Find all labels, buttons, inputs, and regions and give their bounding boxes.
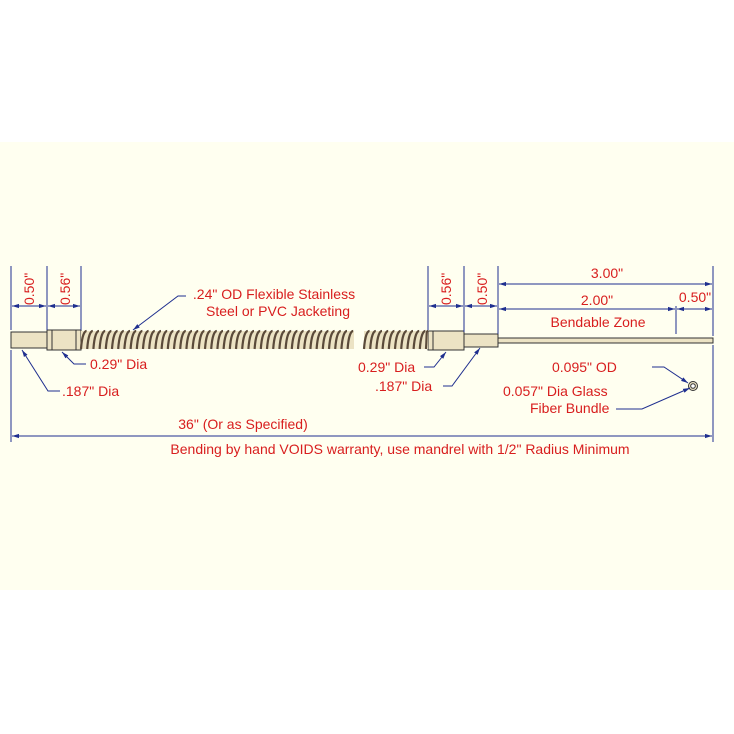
jacket-coil — [98, 329, 106, 350]
jacket-coil — [203, 329, 211, 350]
jacket-coil — [247, 329, 255, 350]
probe-tube — [497, 337, 714, 344]
jacket-coil — [381, 329, 389, 350]
leader-jacket — [132, 295, 186, 331]
dim-label-right-050: 0.50" — [474, 273, 490, 305]
jacket-coil — [104, 329, 112, 350]
jacket-coil — [160, 329, 168, 350]
jacket-coil — [228, 329, 236, 350]
jacket-coil — [334, 329, 342, 350]
jacket-coil — [400, 329, 408, 350]
right-187-dia-label: .187" Dia — [375, 378, 432, 394]
jacket-coil — [110, 329, 118, 350]
right-end-ferrule — [463, 333, 499, 348]
jacket-coil — [375, 329, 383, 350]
jacket-coil — [290, 329, 298, 350]
jacket-coil — [369, 329, 377, 350]
dim-label-200: 2.00" — [581, 292, 613, 308]
dim-label-left-050: 0.50" — [21, 273, 37, 305]
jacket-coil — [135, 329, 143, 350]
jacket-coil — [340, 329, 348, 350]
jacket-coil — [387, 329, 395, 350]
jacket-coil — [296, 329, 304, 350]
left-029-dia-label: 0.29" Dia — [90, 356, 147, 372]
jacket-coil — [179, 329, 187, 350]
jacket-coil — [197, 329, 205, 350]
jacket-coil — [309, 329, 317, 350]
jacket-coil — [284, 329, 292, 350]
cable-assembly — [10, 329, 714, 391]
leader-glass — [616, 387, 691, 410]
jacket-label-line1: .24" OD Flexible Stainless — [193, 286, 355, 302]
dim-label-right-056: 0.56" — [438, 273, 454, 305]
jacket-label-line2: Steel or PVC Jacketing — [206, 303, 350, 319]
jacket-coil — [265, 329, 273, 350]
leader-right-029 — [424, 351, 447, 368]
dim-label-left-056: 0.56" — [57, 273, 73, 305]
glass-fiber-label-line1: 0.057" Dia Glass — [503, 383, 608, 399]
jacket-coil — [129, 329, 137, 350]
jacket-coil — [362, 329, 370, 350]
jacket-coil — [393, 329, 401, 350]
jacket-coil — [241, 329, 249, 350]
leader-right-187 — [443, 347, 481, 387]
drawing-sheet — [0, 142, 734, 590]
jacket-coil — [315, 329, 323, 350]
jacket-coil — [406, 329, 414, 350]
jacket-coil — [172, 329, 180, 350]
leader-left-029 — [61, 351, 86, 365]
tip-od-label: 0.095" OD — [552, 359, 617, 375]
jacket-coil — [166, 329, 174, 350]
jacket-coil — [321, 329, 329, 350]
flexible-jacket-right — [362, 329, 429, 350]
left-187-dia-label: .187" Dia — [62, 383, 119, 399]
jacket-coil — [154, 329, 162, 350]
leader-tip-od — [652, 366, 689, 384]
jacket-coil — [222, 329, 230, 350]
left-end-ferrule — [10, 331, 48, 349]
jacket-coil — [278, 329, 286, 350]
jacket-coil — [234, 329, 242, 350]
jacket-coil — [191, 329, 199, 350]
dim-label-300: 3.00" — [591, 265, 623, 281]
jacket-coil — [424, 329, 429, 350]
overall-length-label: 36" (Or as Specified) — [178, 416, 307, 432]
jacket-coil — [92, 329, 100, 350]
leader-left-187 — [21, 349, 60, 392]
jacket-coil — [185, 329, 193, 350]
jacket-coil — [216, 329, 224, 350]
jacket-coil — [418, 329, 426, 350]
jacket-coil — [117, 329, 125, 350]
dim-label-tip-050: 0.50" — [679, 289, 711, 305]
jacket-coil — [79, 329, 87, 350]
bendable-zone-label: Bendable Zone — [551, 314, 646, 330]
jacket-coil — [253, 329, 261, 350]
warranty-warning: Bending by hand VOIDS warranty, use mand… — [170, 441, 629, 457]
jacket-coil — [123, 329, 131, 350]
jacket-coil — [259, 329, 267, 350]
jacket-coil — [303, 329, 311, 350]
flexible-jacket-left — [79, 329, 354, 350]
glass-fiber-label-line2: Fiber Bundle — [530, 400, 610, 416]
right-029-dia-label: 0.29" Dia — [358, 359, 415, 375]
jacket-coil — [272, 329, 280, 350]
jacket-coil — [148, 329, 156, 350]
jacket-coil — [346, 329, 354, 350]
jacket-coil — [210, 329, 218, 350]
jacket-coil — [412, 329, 420, 350]
jacket-coil — [141, 329, 149, 350]
jacket-coil — [327, 329, 335, 350]
dimension-lines — [10, 266, 714, 442]
jacket-coil — [86, 329, 94, 350]
